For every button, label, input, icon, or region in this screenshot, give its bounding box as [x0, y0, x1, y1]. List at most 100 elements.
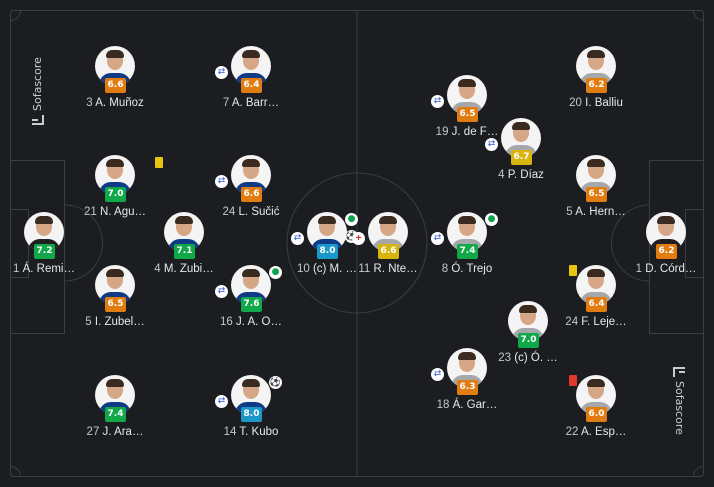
- player-name-label: 1 D. Córd…: [602, 263, 714, 275]
- player-rating-badge: 8.0: [241, 407, 262, 422]
- sofascore-logo-left: Sofascore: [31, 57, 44, 125]
- player-name: A. Hern…: [575, 206, 626, 218]
- player-name-label: 11 R. Nte…: [324, 263, 452, 275]
- player-name-label: 19 J. de F…: [403, 126, 531, 138]
- player-number: 11: [358, 263, 371, 275]
- home-player-27[interactable]: 7.4 27 J. Ara…: [71, 375, 161, 445]
- player-avatar[interactable]: [447, 212, 487, 252]
- player-name-label: 4 P. Díaz: [457, 169, 585, 181]
- player-avatar[interactable]: [95, 375, 135, 415]
- corner-arc-br: [693, 466, 704, 477]
- substitution-icon: ⇄: [215, 66, 228, 79]
- player-name-label: 18 Á. Gar…: [403, 399, 531, 411]
- player-rating-badge: 7.4: [457, 244, 478, 259]
- player-name: (c) Ó. …: [514, 352, 558, 364]
- away-player-11[interactable]: 6.6 11 R. Nte… +: [344, 212, 434, 282]
- corner-arc-tl: [10, 10, 21, 21]
- player-number: 1: [12, 263, 20, 275]
- goal-icon: ●: [269, 266, 282, 279]
- player-name: Á. Gar…: [452, 399, 498, 411]
- player-number: 5: [566, 206, 573, 218]
- player-avatar[interactable]: [646, 212, 686, 252]
- player-name-label: 1 Á. Remi…: [0, 263, 108, 275]
- away-player-5[interactable]: 6.5 5 A. Hern…: [552, 155, 642, 225]
- substitution-icon: ⇄: [431, 95, 444, 108]
- substitution-icon: ⇄: [485, 138, 498, 151]
- home-player-10[interactable]: 8.010 (c) M. …⇄●⚽: [283, 212, 373, 282]
- player-number: 19: [435, 126, 449, 138]
- player-name: N. Agu…: [99, 206, 147, 218]
- player-number: 1: [635, 263, 643, 275]
- player-rating-badge: 6.5: [105, 297, 126, 312]
- player-rating-badge: 6.5: [457, 107, 478, 122]
- sofascore-logo-right: Sofascore: [673, 367, 686, 435]
- player-number: 24: [222, 206, 236, 218]
- player-name-label: 5 A. Hern…: [532, 206, 660, 218]
- player-avatar[interactable]: [164, 212, 204, 252]
- right-goal-box: [685, 209, 704, 278]
- red-card-icon: [569, 375, 577, 386]
- player-number: 24: [565, 316, 579, 328]
- substitution-icon: ⇄: [291, 232, 304, 245]
- player-name-label: 22 A. Esp…: [532, 426, 660, 438]
- player-name-label: 5 I. Zubel…: [51, 316, 179, 328]
- player-number: 27: [86, 426, 100, 438]
- player-number: 7: [222, 97, 230, 109]
- corner-arc-tr: [693, 10, 704, 21]
- player-rating-badge: 6.6: [241, 187, 262, 202]
- player-name: T. Kubo: [239, 426, 279, 438]
- player-name: (c) M. …: [312, 263, 358, 275]
- player-name: A. Muñoz: [95, 97, 144, 109]
- player-number: 16: [219, 316, 233, 328]
- player-name: J. Ara…: [102, 426, 144, 438]
- player-number: 22: [565, 426, 579, 438]
- player-rating-badge: 6.4: [586, 297, 607, 312]
- player-rating-badge: 7.0: [518, 333, 539, 348]
- player-name: I. Balliu: [585, 97, 623, 109]
- player-name: R. Nte…: [373, 263, 418, 275]
- player-rating-badge: 6.2: [656, 244, 677, 259]
- player-avatar[interactable]: [576, 155, 616, 195]
- player-name: A. Esp…: [580, 426, 627, 438]
- player-rating-badge: 6.7: [511, 150, 532, 165]
- player-name: P. Díaz: [507, 169, 544, 181]
- player-rating-badge: 6.6: [378, 244, 399, 259]
- player-name: J. de F…: [451, 126, 499, 138]
- player-avatar[interactable]: [447, 348, 487, 388]
- player-rating-badge: 6.5: [586, 187, 607, 202]
- yellow-card-icon: [155, 157, 163, 168]
- player-number: 5: [85, 316, 92, 328]
- player-rating-badge: 6.4: [241, 78, 262, 93]
- player-name-label: 23 (c) Ó. …: [464, 352, 592, 364]
- player-name: A. Barr…: [231, 97, 280, 109]
- sofascore-logo-icon: [673, 367, 686, 377]
- player-name-label: 20 I. Balliu: [532, 97, 660, 109]
- injury-icon: +: [352, 232, 365, 245]
- sofascore-wordmark-left: Sofascore: [31, 57, 44, 111]
- center-circle: [286, 172, 428, 314]
- home-player-7[interactable]: 6.4 7 A. Barr… ⇄: [207, 46, 297, 116]
- player-rating-badge: 7.4: [105, 407, 126, 422]
- right-penalty-arc: [611, 204, 650, 282]
- player-name-label: 27 J. Ara…: [51, 426, 179, 438]
- player-number: 4: [154, 263, 161, 275]
- player-number: 14: [223, 426, 237, 438]
- away-player-19[interactable]: 6.5 19 J. de F… ⇄: [423, 75, 513, 145]
